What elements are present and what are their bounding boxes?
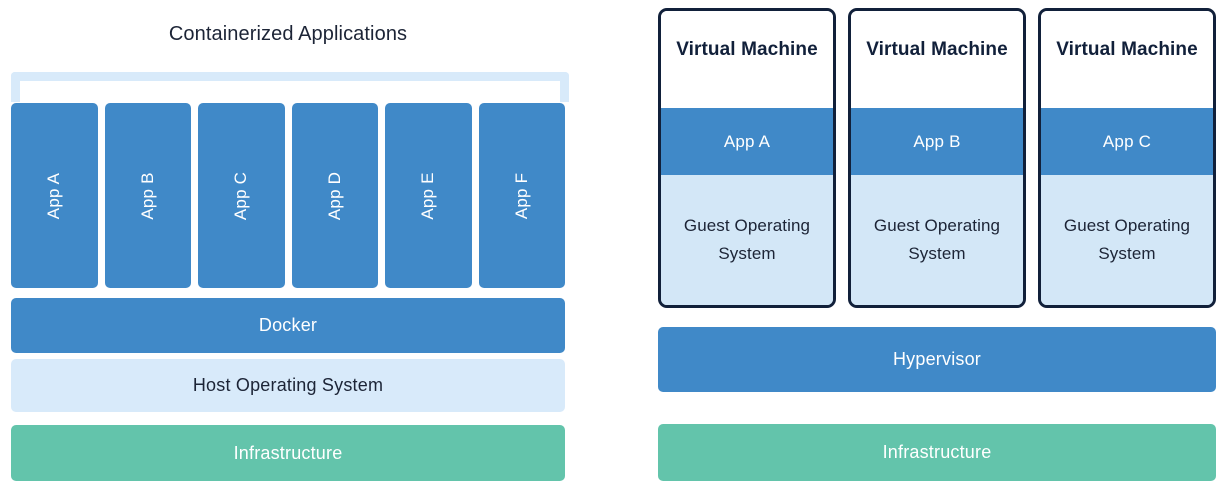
container-app-d-label: App D	[324, 171, 344, 220]
container-app-row: App A App B App C App D App E App F	[11, 103, 565, 288]
vm-card-2-app: App B	[851, 108, 1023, 175]
vm-card-row: Virtual Machine App A Guest Operating Sy…	[658, 8, 1216, 308]
vm-card-2-title: Virtual Machine	[851, 11, 1023, 108]
container-app-a-label: App A	[44, 172, 64, 219]
container-app-d[interactable]: App D	[291, 103, 378, 288]
vm-card-1-guest-os: Guest Operating System	[661, 175, 833, 305]
docker-layer[interactable]: Docker	[11, 298, 565, 353]
vm-card-1[interactable]: Virtual Machine App A Guest Operating Sy…	[658, 8, 836, 308]
infrastructure-layer-right-label: Infrastructure	[882, 442, 992, 462]
vm-card-3-guest-os: Guest Operating System	[1041, 175, 1213, 305]
vm-card-2-guest-os: Guest Operating System	[851, 175, 1023, 305]
hypervisor-layer-label: Hypervisor	[892, 349, 982, 369]
container-app-f[interactable]: App F	[478, 103, 565, 288]
container-app-b[interactable]: App B	[104, 103, 191, 288]
page-title: Containerized Applications	[168, 23, 408, 45]
container-app-e-label: App E	[418, 171, 438, 220]
host-os-layer[interactable]: Host Operating System	[11, 359, 565, 412]
vm-card-2[interactable]: Virtual Machine App B Guest Operating Sy…	[848, 8, 1026, 308]
container-app-c[interactable]: App C	[198, 103, 285, 288]
vm-card-3-app: App C	[1041, 108, 1213, 175]
vm-card-3[interactable]: Virtual Machine App C Guest Operating Sy…	[1038, 8, 1216, 308]
container-app-e[interactable]: App E	[385, 103, 472, 288]
infrastructure-layer-right[interactable]: Infrastructure	[658, 424, 1216, 481]
containerization-bracket	[11, 72, 569, 102]
docker-layer-label: Docker	[258, 315, 318, 335]
infrastructure-layer-left[interactable]: Infrastructure	[11, 425, 565, 481]
container-app-b-label: App B	[137, 171, 157, 220]
hypervisor-layer[interactable]: Hypervisor	[658, 327, 1216, 392]
host-os-layer-label: Host Operating System	[192, 375, 384, 395]
container-app-f-label: App F	[511, 172, 531, 219]
vm-card-3-title: Virtual Machine	[1041, 11, 1213, 108]
containers-panel: Containerized Applications App A App B A…	[0, 0, 600, 501]
vm-card-1-title: Virtual Machine	[661, 11, 833, 108]
container-app-c-label: App C	[231, 171, 251, 220]
vm-card-1-app: App A	[661, 108, 833, 175]
container-app-a[interactable]: App A	[11, 103, 98, 288]
virtual-machines-panel: Virtual Machine App A Guest Operating Sy…	[656, 0, 1225, 501]
infrastructure-layer-left-label: Infrastructure	[233, 442, 343, 463]
